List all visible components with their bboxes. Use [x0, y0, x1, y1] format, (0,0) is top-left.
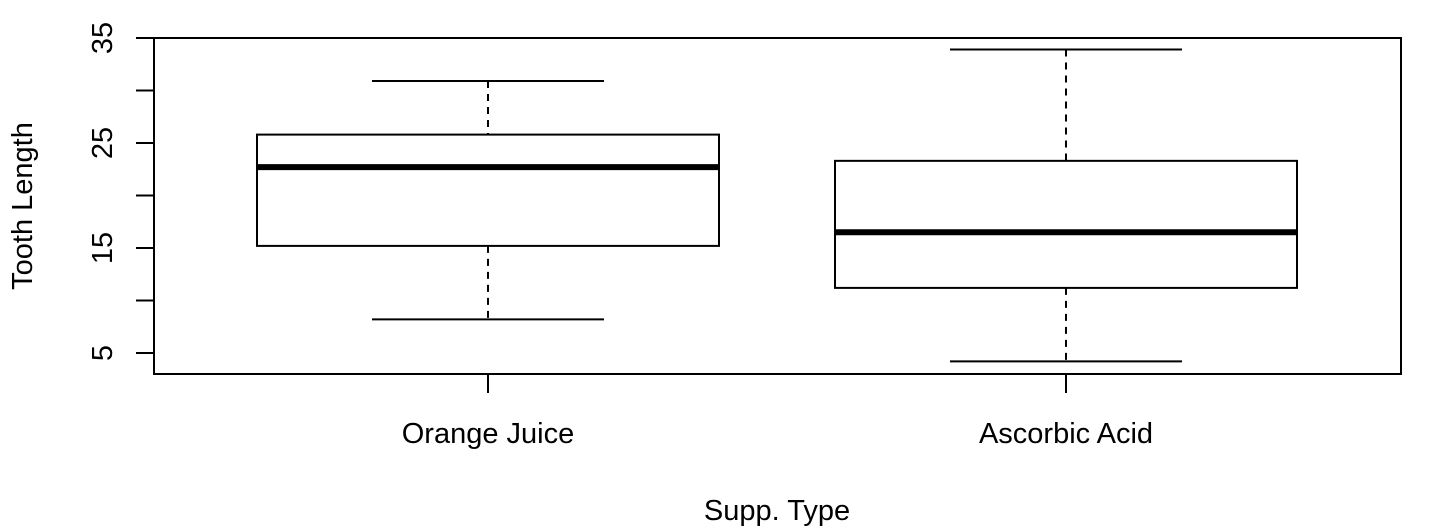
- y-axis: 5 15 25 35: [87, 22, 155, 361]
- iqr-box: [834, 159, 1298, 289]
- box-group: [834, 48, 1298, 363]
- x-tick-label: Ascorbic Acid: [979, 418, 1153, 450]
- x-axis-label: Supp. Type: [704, 495, 850, 527]
- box-series: [256, 48, 1298, 363]
- y-tick-label: 5: [87, 345, 119, 361]
- y-tick-label: 35: [87, 22, 119, 54]
- x-tick-label: Orange Juice: [402, 418, 575, 450]
- y-tick-label: 25: [87, 127, 119, 159]
- box-group: [256, 80, 720, 321]
- x-axis: Orange Juice Ascorbic Acid: [402, 373, 1153, 450]
- y-tick-label: 15: [87, 232, 119, 264]
- iqr-box: [256, 133, 720, 247]
- y-axis-label: Tooth Length: [7, 122, 39, 290]
